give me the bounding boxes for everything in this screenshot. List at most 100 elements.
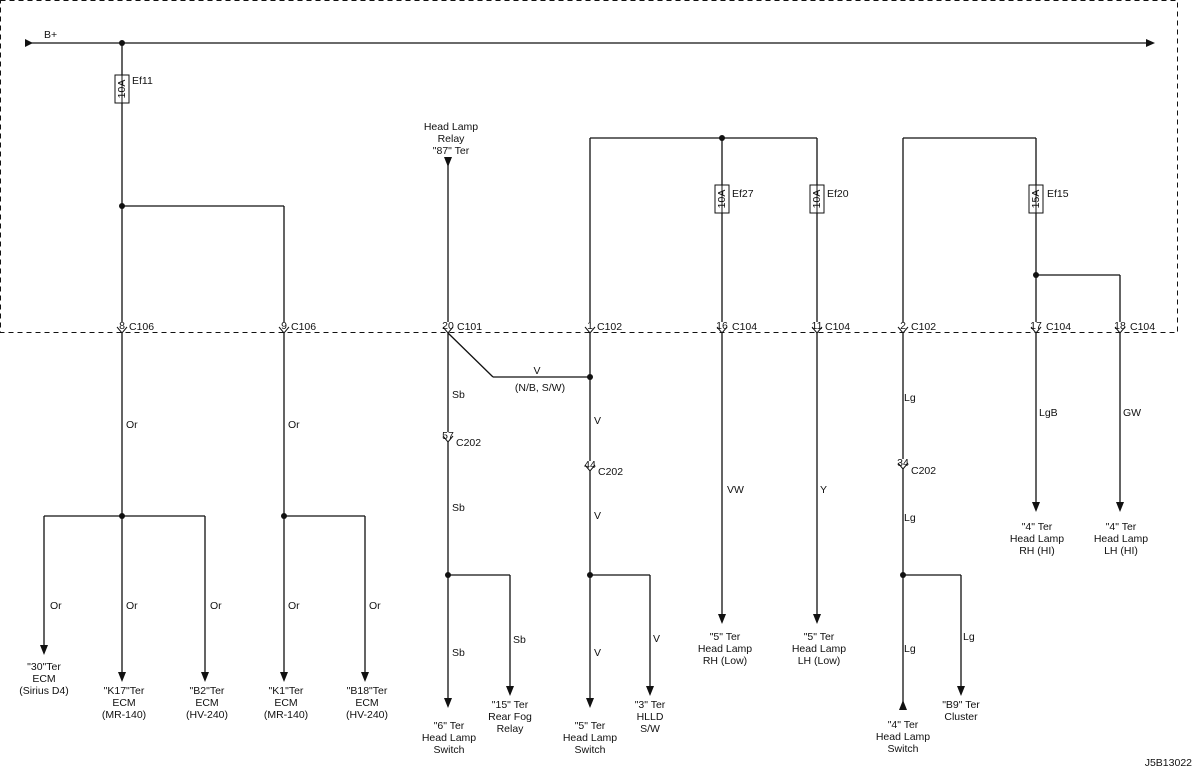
wire-color: Lg [963,631,975,643]
ecm-feeds: Or Or Or Or Or Or Or [40,333,381,682]
connector-id: C202 [911,465,936,477]
terminal-b2-ecm: "B2"Ter ECM (HV-240) [186,685,228,721]
terminal-5-head-lamp-lh-low: "5" Ter Head Lamp LH (Low) [792,631,846,667]
connector-id: C202 [598,466,623,478]
terminal-6-head-lamp-switch: "6" Ter Head Lamp Switch [422,720,476,756]
arrow-icon [201,672,209,682]
arrow-icon [506,686,514,696]
connector-c102-1: 1 C102 [584,320,622,334]
terminal-line: ECM [112,697,135,709]
terminal-line: LH (HI) [1104,545,1138,557]
wire-color: Or [126,600,138,612]
terminal-k17-ecm: "K17"Ter ECM (MR-140) [102,685,146,721]
wire-color: Or [210,600,222,612]
terminal-line: "B9" Ter [942,699,980,711]
terminal-line: LH (Low) [798,655,841,667]
arrow-icon [118,672,126,682]
arrow-icon [361,672,369,682]
terminal-line: "4" Ter [1106,521,1137,533]
pin-number: 9 [281,320,287,332]
pin-number: 34 [897,457,909,469]
connector-id: C104 [1130,321,1155,333]
wire-color: Or [126,419,138,431]
terminal-line: (MR-140) [102,709,146,721]
terminal-line: "30"Ter [27,661,61,673]
fuse-name: Ef11 [132,75,153,87]
terminal-line: ECM [274,697,297,709]
arrow-icon [813,614,821,624]
connector-c101-20: 20 C101 [442,320,482,334]
wire-color: V [533,365,540,377]
source-line: Head Lamp [424,121,478,133]
terminal-line: (HV-240) [346,709,388,721]
terminal-4-head-lamp-lh-hi: "4" Ter Head Lamp LH (HI) [1094,521,1148,557]
terminal-line: S/W [640,723,660,735]
pin-number: 8 [119,320,125,332]
terminal-b18-ecm: "B18"Ter ECM (HV-240) [346,685,388,721]
fuse-box-boundary [0,0,1178,333]
pin-number: 18 [1114,320,1126,332]
terminal-4-head-lamp-switch: "4" Ter Head Lamp Switch [876,719,930,755]
terminal-line: "6" Ter [434,720,465,732]
connector-c104-17: 17 C104 [1030,320,1071,334]
terminal-line: (HV-240) [186,709,228,721]
terminal-b9-cluster: "B9" Ter Cluster [942,699,980,723]
source-line: Relay [438,133,466,145]
pin-number: 44 [584,459,596,471]
wire-color: Sb [452,502,465,514]
terminal-line: Switch [888,743,919,755]
wire-color: V [653,633,660,645]
branch-ef11: Ef11 10A [114,43,285,322]
fuse-rating: 10A [811,190,823,209]
arrow-icon [40,645,48,655]
arrow-icon [718,614,726,624]
arrow-icon [444,698,452,708]
terminal-line: Head Lamp [698,643,752,655]
terminal-15-rear-fog-relay: "15" Ter Rear Fog Relay [488,699,532,735]
pin-number: 11 [812,320,823,332]
connector-c102-2: 2 C102 [897,320,936,334]
terminal-line: "B2"Ter [190,685,225,697]
wire-color: VW [727,484,744,496]
fuse-name: Ef27 [732,188,754,200]
arrow-icon [1116,502,1124,512]
wire-color: Sb [452,647,465,659]
terminal-line: "K1"Ter [269,685,304,697]
terminal-line: "5" Ter [804,631,835,643]
connector-id: C104 [825,321,850,333]
terminal-line: Head Lamp [876,731,930,743]
wire-color: Or [50,600,62,612]
wire-color: Sb [452,389,465,401]
terminal-4-head-lamp-rh-hi: "4" Ter Head Lamp RH (HI) [1010,521,1064,557]
pin-number: 2 [900,320,906,332]
terminal-line: Head Lamp [1010,533,1064,545]
source-line: "87" Ter [433,145,470,157]
head-lamp-switch-6-feed: Sb Sb Sb [444,442,526,708]
connector-id: C106 [291,321,316,333]
relay-output-wiring: Sb V (N/B, S/W) [447,332,593,432]
pin-number: 57 [442,430,454,442]
connector-id: C106 [129,321,154,333]
terminal-line: Head Lamp [563,732,617,744]
wire-color: V [594,510,601,522]
pin-number: 16 [716,320,728,332]
connector-id: C104 [732,321,757,333]
pin-number: 20 [442,320,454,332]
terminal-line: "4" Ter [888,719,919,731]
wire-color: V [594,415,601,427]
wire-color: V [594,647,601,659]
wire-note: (N/B, S/W) [515,382,565,394]
arrow-icon [646,686,654,696]
connector-c104-16: 16 C104 [716,320,757,334]
fuse-rating: 10A [716,190,728,209]
terminal-line: "5" Ter [710,631,741,643]
terminal-k1-ecm: "K1"Ter ECM (MR-140) [264,685,308,721]
branch-ef15: Ef15 15A [902,137,1121,322]
terminal-line: Cluster [944,711,978,723]
terminal-line: ECM [195,697,218,709]
terminal-line: Relay [497,723,525,735]
terminal-line: Switch [434,744,465,756]
arrow-icon [957,686,965,696]
terminal-line: (Sirius D4) [19,685,69,697]
terminal-5-head-lamp-rh-low: "5" Ter Head Lamp RH (Low) [698,631,752,667]
